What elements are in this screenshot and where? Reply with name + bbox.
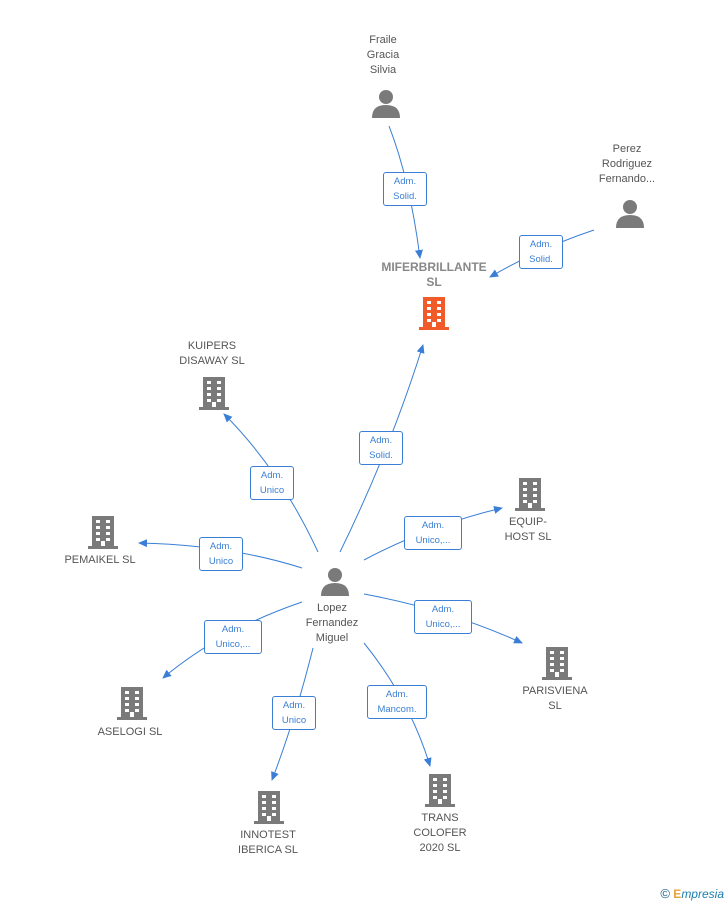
company-label-innotest[interactable]: INNOTEST IBERICA SL bbox=[238, 829, 298, 856]
edge-label-innotest[interactable]: Adm. Unico bbox=[272, 696, 316, 730]
building-icon-parisviena[interactable] bbox=[541, 646, 573, 680]
main-company-label[interactable]: MIFERBRILLANTE SL bbox=[381, 260, 487, 289]
building-icon-kuipers[interactable] bbox=[198, 376, 230, 410]
edge-label-pemaikel[interactable]: Adm. Unico bbox=[199, 537, 243, 571]
person-icon-perez[interactable] bbox=[615, 198, 645, 228]
building-icon-aselogi[interactable] bbox=[116, 686, 148, 720]
person-icon-fraile[interactable] bbox=[371, 88, 401, 118]
footer-brand: © Empresia bbox=[660, 886, 724, 901]
edge-label-fraile[interactable]: Adm. Solid. bbox=[383, 172, 427, 206]
company-label-pemaikel[interactable]: PEMAIKEL SL bbox=[64, 554, 136, 566]
center-person-label[interactable]: Lopez Fernandez Miguel bbox=[305, 602, 359, 644]
building-icon-innotest[interactable] bbox=[253, 790, 285, 824]
edge-label-trans[interactable]: Adm. Mancom. bbox=[367, 685, 427, 719]
company-label-aselogi[interactable]: ASELOGI SL bbox=[97, 726, 163, 738]
company-label-trans[interactable]: TRANS COLOFER 2020 SL bbox=[413, 812, 467, 854]
person-icon-center[interactable] bbox=[320, 566, 350, 596]
building-icon-equip[interactable] bbox=[514, 477, 546, 511]
edge-label-perez[interactable]: Adm. Solid. bbox=[519, 235, 563, 269]
person-label-fraile[interactable]: Fraile Gracia Silvia bbox=[366, 34, 400, 76]
copyright-icon: © bbox=[660, 886, 670, 901]
company-label-equip[interactable]: EQUIP- HOST SL bbox=[504, 516, 552, 543]
brand-name: mpresia bbox=[681, 887, 724, 901]
building-icon-main[interactable] bbox=[418, 296, 450, 330]
person-label-perez[interactable]: Perez Rodriguez Fernando... bbox=[598, 143, 656, 185]
edge-label-main[interactable]: Adm. Solid. bbox=[359, 431, 403, 465]
edge-label-parisviena[interactable]: Adm. Unico,... bbox=[414, 600, 472, 634]
brand-logo-letter: E bbox=[673, 887, 682, 901]
edge-label-equip[interactable]: Adm. Unico,... bbox=[404, 516, 462, 550]
company-label-kuipers[interactable]: KUIPERS DISAWAY SL bbox=[179, 340, 245, 367]
building-icon-trans[interactable] bbox=[424, 773, 456, 807]
company-label-parisviena[interactable]: PARISVIENA SL bbox=[522, 685, 588, 712]
edge-label-aselogi[interactable]: Adm. Unico,... bbox=[204, 620, 262, 654]
edge-label-kuipers[interactable]: Adm. Unico bbox=[250, 466, 294, 500]
building-icon-pemaikel[interactable] bbox=[87, 515, 119, 549]
